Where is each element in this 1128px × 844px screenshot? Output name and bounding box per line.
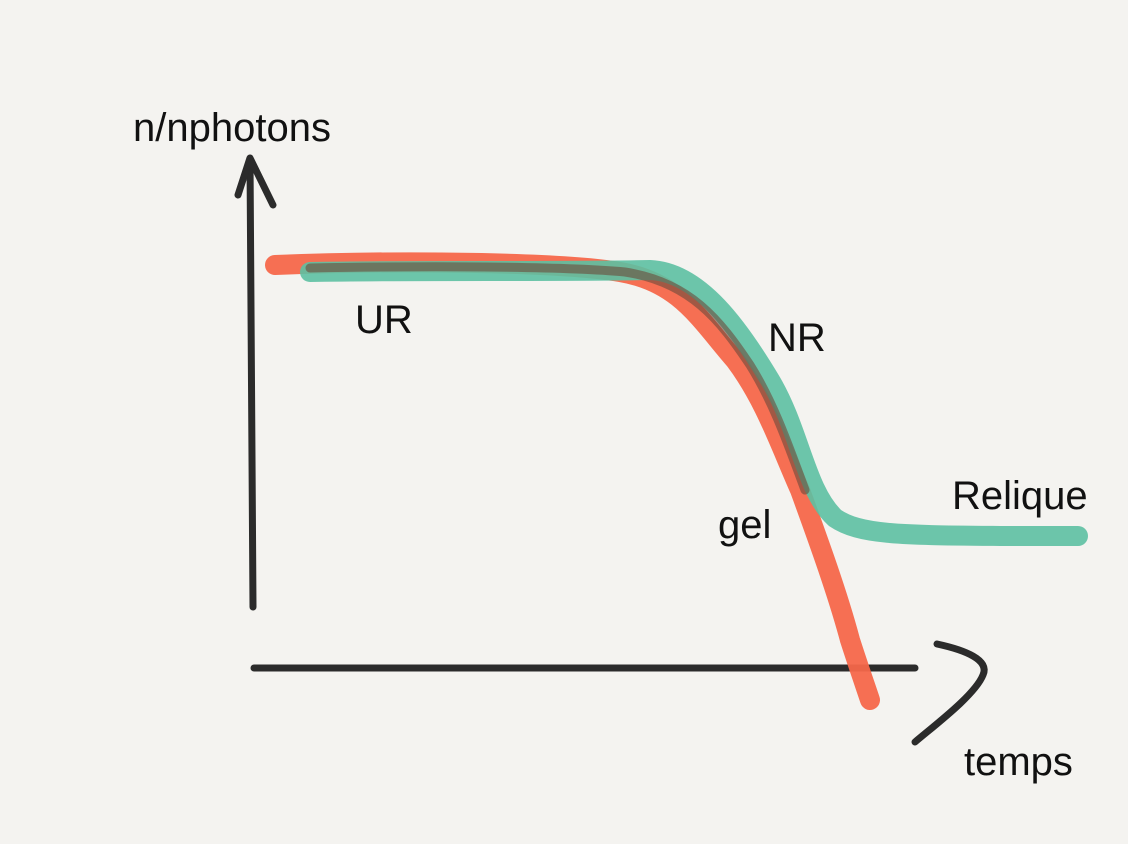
y-axis-label: n/nphotons xyxy=(133,106,331,150)
nr-label: NR xyxy=(768,316,826,360)
x-axis-arrowhead xyxy=(911,640,988,746)
y-axis-arrowhead xyxy=(234,154,277,209)
gel-label: gel xyxy=(718,503,772,547)
ur-label: UR xyxy=(355,298,413,342)
x-axis-label: temps xyxy=(964,740,1073,784)
overlap-band xyxy=(305,262,810,495)
relique-label: Relique xyxy=(952,474,1088,518)
y-axis xyxy=(246,156,257,611)
